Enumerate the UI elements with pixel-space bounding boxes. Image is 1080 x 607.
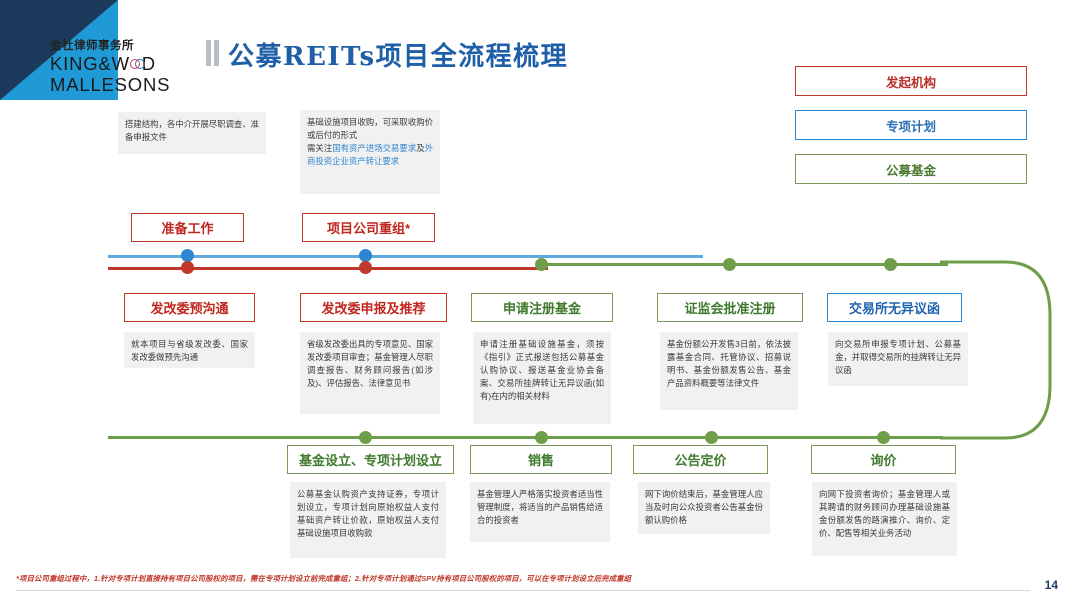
timeline-line-abs-plan [108,255,703,258]
timeline-dot-blue-2 [359,249,372,262]
legend-label: 发起机构 [885,75,936,90]
note-bookbuilding-inquiry: 向网下投资者询价；基金管理人或其聘请的财务顾问办理基础设施基金份额发售的路演推介… [812,482,957,556]
firm-logo: 金杜律师事务所 KING&W D MALLESONS [50,40,200,95]
timeline-dot-green-5 [535,431,548,444]
note-fund-registration-application: 申请注册基础设施基金，须按《指引》正式报送包括公募基金认购协议、报送基金业协会备… [473,332,611,424]
legend-label: 公募基金 [885,163,936,178]
note-highlight-soe: 国有资产进场交易要求 [332,143,417,154]
timeline-dot-green-2 [723,258,736,271]
timeline-line-sponsor [108,267,548,270]
note-sales: 基金管理人严格落实投资者适当性管理制度，将适当的产品销售给适合的投资者 [470,482,610,542]
page-title: 公募REITs项目全流程梳理 [228,42,569,72]
legend-item-public-fund: 公募基金 [795,154,1027,184]
stage-price-announcement[interactable]: 公告定价 [633,445,768,474]
timeline-dot-green-4 [359,431,372,444]
timeline-dot-green-1 [535,258,548,271]
firm-name-en-line2: MALLESONS [50,73,171,95]
note-preparation: 搭建结构，各中介开展尽职调查、准备申报文件 [118,112,266,154]
stage-ndrc-filing-recommendation[interactable]: 发改委申报及推荐 [300,293,447,322]
footnote: *项目公司重组过程中，1.针对专项计划直接持有项目公司股权的项目，需在专项计划设… [16,574,632,583]
milestone-preparation[interactable]: 准备工作 [131,213,244,242]
title-accent-bars [206,40,219,66]
stage-bookbuilding-inquiry[interactable]: 询价 [811,445,956,474]
timeline-dot-green-3 [884,258,897,271]
stage-fund-and-plan-establishment[interactable]: 基金设立、专项计划设立 [287,445,454,474]
note-project-restructuring: 基础设施项目收购，可采取收购价或后付的形式 需关注国有资产进场交易要求及外商投资… [300,110,440,194]
note-ndrc-filing-recommendation: 省级发改委出具的专项意见、国家发改委项目审查；基金管理人尽职调查报告、财务顾问报… [300,332,440,414]
stage-exchange-no-objection-letter[interactable]: 交易所无异议函 [827,293,962,322]
legend-item-sponsor: 发起机构 [795,66,1027,96]
timeline-dot-green-6 [705,431,718,444]
legend-label: 专项计划 [885,119,936,134]
timeline-dot-red-1 [181,261,194,274]
note-ndrc-pre-communication: 就本项目与省级发改委、国家发改委做预先沟通 [124,332,255,368]
logo-rings-icon [129,54,145,75]
timeline-line-fund-upper [538,263,948,266]
timeline-line-fund-lower [108,436,943,439]
timeline-dot-red-2 [359,261,372,274]
note-fund-and-plan-establishment: 公募基金认购资产支持证券，专项计划设立，专项计划向原始权益人支付基础资产转让价款… [290,482,446,558]
note-csrc-registration-approval: 基金份额公开发售3日前，依法披露基金合同、托管协议、招募说明书、基金份额发售公告… [660,332,798,410]
note-exchange-no-objection-letter: 向交易所申报专项计划、公募基金，并取得交易所的挂牌转让无异议函 [828,332,968,386]
stage-ndrc-pre-communication[interactable]: 发改委预沟通 [124,293,255,322]
timeline-curve-right [940,260,1052,440]
note-price-announcement: 网下询价结束后，基金管理人应当及时向公众投资者公告基金份额认购价格 [638,482,770,534]
timeline-dot-blue-1 [181,249,194,262]
timeline-dot-green-7 [877,431,890,444]
legend: 发起机构 专项计划 公募基金 [795,66,1027,198]
firm-name-en-line1: KING&W D [50,52,156,75]
brand-corner-graphic [0,0,118,100]
note-highlight-fie: 外商投资企业资产转让要求 [307,143,434,167]
footer-divider [16,590,1030,591]
legend-item-abs-plan: 专项计划 [795,110,1027,140]
stage-csrc-registration-approval[interactable]: 证监会批准注册 [657,293,803,322]
stage-sales[interactable]: 销售 [470,445,612,474]
stage-fund-registration-application[interactable]: 申请注册基金 [471,293,613,322]
firm-name-cn: 金杜律师事务所 [50,40,134,52]
milestone-project-restructuring[interactable]: 项目公司重组* [302,213,435,242]
page-number: 14 [1044,578,1058,592]
